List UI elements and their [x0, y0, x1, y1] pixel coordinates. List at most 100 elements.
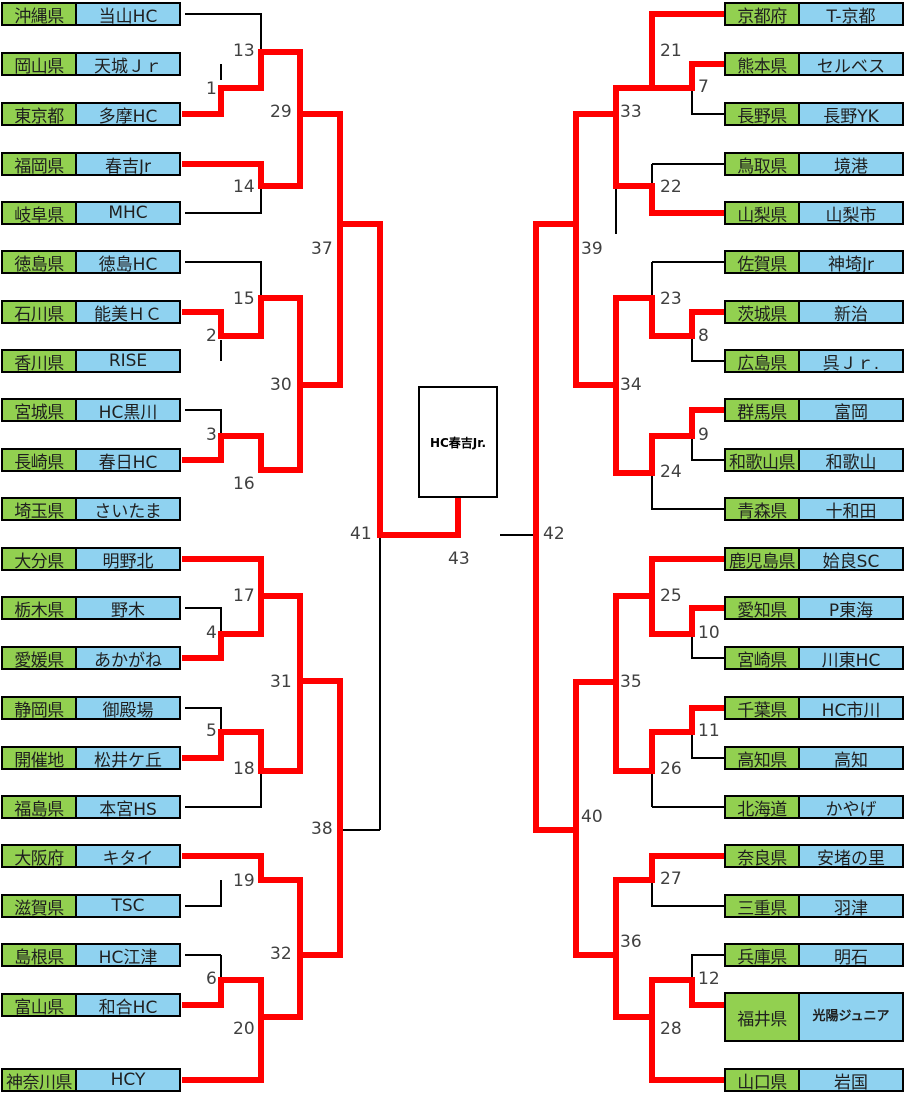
- match-number-39: 39: [581, 239, 603, 259]
- match-number-19: 19: [233, 871, 255, 891]
- club-name: 長野YK: [800, 102, 904, 126]
- bracket-line: [185, 607, 222, 634]
- club-name: T-京都: [800, 2, 904, 26]
- right-team-2: 熊本県セルベス: [724, 52, 904, 76]
- right-team-7: 茨城県新治: [724, 300, 904, 324]
- match-number-7: 7: [698, 77, 709, 97]
- prefecture-label: 開催地: [1, 746, 77, 770]
- club-name: 羽津: [800, 894, 904, 918]
- match-number-17: 17: [233, 586, 255, 606]
- club-name: 川東HC: [800, 646, 904, 670]
- match-number-40: 40: [581, 807, 603, 827]
- prefecture-label: 三重県: [724, 894, 800, 918]
- winning-path-line: [649, 1014, 733, 1083]
- prefecture-label: 大分県: [1, 547, 77, 571]
- prefecture-label: 徳島県: [1, 250, 77, 274]
- club-name: P東海: [800, 596, 904, 620]
- match-number-11: 11: [698, 721, 720, 741]
- winning-path-line: [573, 221, 733, 388]
- prefecture-label: 兵庫県: [724, 943, 800, 967]
- match-number-8: 8: [698, 326, 709, 346]
- match-number-3: 3: [206, 425, 217, 445]
- right-team-14: 宮崎県川東HC: [724, 646, 904, 670]
- winning-path-line: [613, 952, 733, 1020]
- prefecture-label: 長崎県: [1, 448, 77, 472]
- winning-path-line: [182, 556, 343, 833]
- prefecture-label: 和歌山県: [724, 448, 800, 472]
- match-number-1: 1: [206, 79, 217, 99]
- club-name: MHC: [77, 201, 181, 225]
- prefecture-label: 福島県: [1, 795, 77, 819]
- club-name: TSC: [77, 894, 181, 918]
- club-name: 天城Ｊｒ: [77, 52, 181, 76]
- match-number-18: 18: [233, 759, 255, 779]
- prefecture-label: 佐賀県: [724, 250, 800, 274]
- club-name: 多摩HC: [77, 102, 181, 126]
- left-team-17: 福島県本宮HS: [1, 795, 181, 819]
- match-number-43: 43: [448, 549, 470, 569]
- club-name: 安堵の里: [800, 844, 904, 868]
- match-number-6: 6: [206, 969, 217, 989]
- prefecture-label: 静岡県: [1, 696, 77, 720]
- right-team-17: 北海道かやげ: [724, 795, 904, 819]
- right-team-5: 山梨県山梨市: [724, 201, 904, 225]
- match-number-35: 35: [620, 672, 642, 692]
- winning-path-line: [182, 111, 303, 189]
- winning-path-line: [649, 61, 733, 91]
- club-name: 十和田: [800, 497, 904, 521]
- right-team-8: 広島県呉Ｊｒ.: [724, 349, 904, 373]
- right-team-12: 鹿児島県姶良SC: [724, 547, 904, 571]
- club-name: 本宮HS: [77, 795, 181, 819]
- club-name: 明石: [800, 943, 904, 967]
- left-team-11: 埼玉県さいたま: [1, 497, 181, 521]
- match-number-27: 27: [660, 869, 682, 889]
- club-name: 新治: [800, 300, 904, 324]
- right-team-22: 山口県岩国: [724, 1068, 904, 1092]
- match-number-26: 26: [660, 759, 682, 779]
- right-team-4: 鳥取県境港: [724, 152, 904, 176]
- club-name: セルベス: [800, 52, 904, 76]
- right-team-20: 兵庫県明石: [724, 943, 904, 967]
- club-name: 能美ＨＣ: [77, 300, 181, 324]
- prefecture-label: 島根県: [1, 943, 77, 967]
- club-name: 徳島HC: [77, 250, 181, 274]
- club-name: 高知: [800, 746, 904, 770]
- bracket-line: [185, 880, 222, 907]
- prefecture-label: 宮崎県: [724, 646, 800, 670]
- winning-path-line: [182, 382, 303, 473]
- club-name: 呉Ｊｒ.: [800, 349, 904, 373]
- club-name: HCY: [77, 1068, 181, 1092]
- match-number-23: 23: [660, 289, 682, 309]
- match-number-9: 9: [698, 425, 709, 445]
- club-name: 姶良SC: [800, 547, 904, 571]
- winning-path-line: [182, 952, 303, 1020]
- prefecture-label: 東京都: [1, 102, 77, 126]
- prefecture-label: 福岡県: [1, 152, 77, 176]
- prefecture-label: 福井県: [724, 992, 800, 1042]
- prefecture-label: 愛媛県: [1, 646, 77, 670]
- right-team-18: 奈良県安堵の里: [724, 844, 904, 868]
- bracket-line: [691, 732, 730, 759]
- prefecture-label: 熊本県: [724, 52, 800, 76]
- left-team-6: 徳島県徳島HC: [1, 250, 181, 274]
- bracket-line: [651, 473, 730, 510]
- prefecture-label: 栃木県: [1, 596, 77, 620]
- match-number-38: 38: [311, 819, 333, 839]
- winning-path-line: [182, 221, 343, 388]
- prefecture-label: 山梨県: [724, 201, 800, 225]
- left-team-10: 長崎県春日HC: [1, 448, 181, 472]
- left-team-12: 大分県明野北: [1, 547, 181, 571]
- right-team-11: 青森県十和田: [724, 497, 904, 521]
- match-number-10: 10: [698, 623, 720, 643]
- club-name: HC市川: [800, 696, 904, 720]
- prefecture-label: 青森県: [724, 497, 800, 521]
- prefecture-label: 宮城県: [1, 398, 77, 422]
- match-number-28: 28: [660, 1019, 682, 1039]
